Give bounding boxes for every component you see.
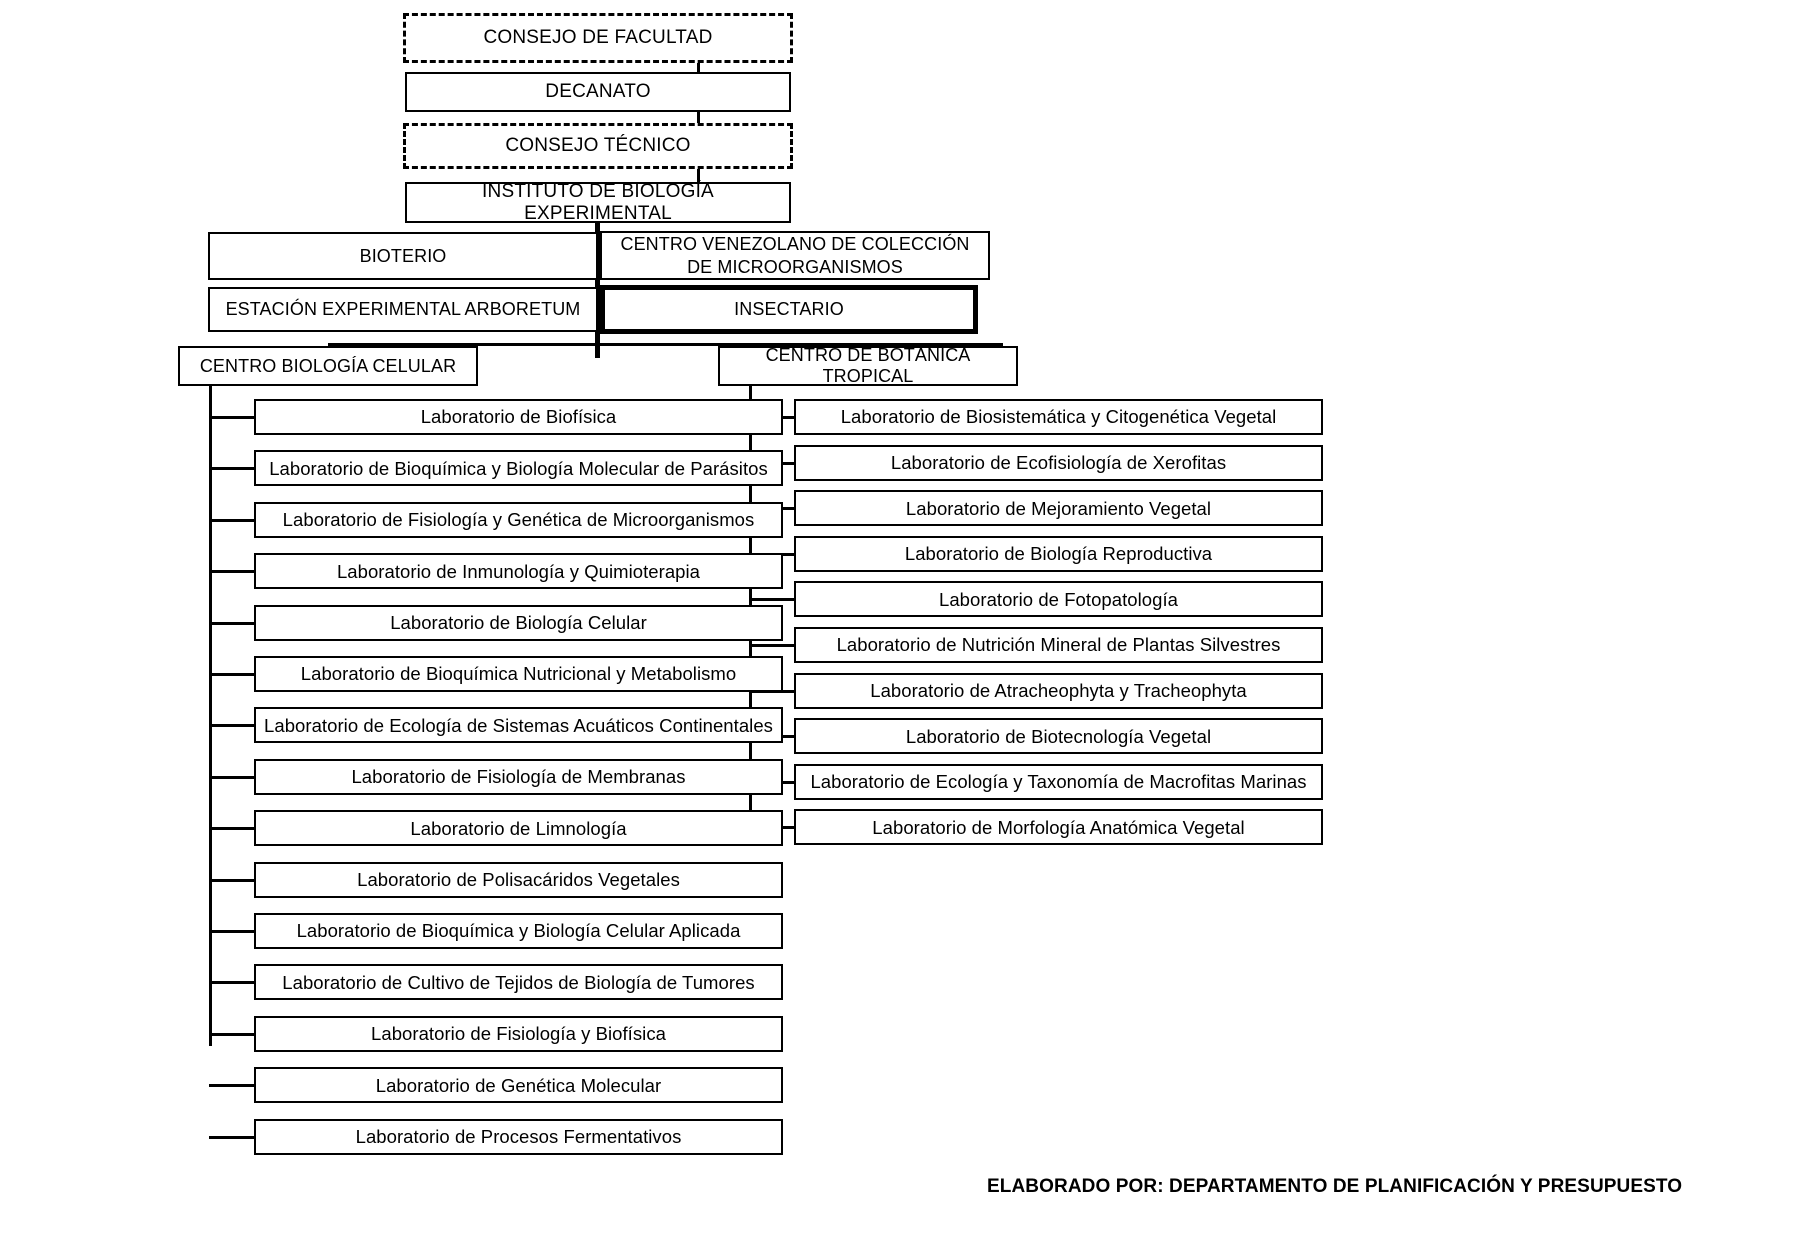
box-label: Laboratorio de Nutrición Mineral de Plan… — [836, 634, 1281, 656]
connector-lab-stub — [209, 981, 254, 985]
box-centro-venezolano-coleccion-microorganismos[interactable]: CENTRO VENEZOLANO DE COLECCIÓN DE MICROO… — [600, 231, 990, 280]
box-label: INSTITUTO DE BIOLOGÍA EXPERIMENTAL — [482, 180, 714, 224]
box-label: Laboratorio de Biotecnología Vegetal — [905, 725, 1212, 747]
connector-lab-stub — [209, 518, 254, 522]
box-label: Laboratorio de Fisiología y Biofísica — [371, 1023, 666, 1045]
box-instituto-biologia-experimental[interactable]: INSTITUTO DE BIOLOGÍA EXPERIMENTAL — [405, 180, 791, 224]
box-label: CENTRO DE BOTÁNICA TROPICAL — [765, 345, 971, 386]
box-label: CONSEJO TÉCNICO — [505, 135, 691, 157]
connector-lab-stub — [209, 930, 254, 933]
box-label: Laboratorio de Ecofisiología de Xerofita… — [890, 451, 1227, 473]
connector-lab-stub — [749, 598, 794, 602]
box-laboratorio[interactable]: Laboratorio de Genética Molecular — [254, 1067, 783, 1104]
box-label: Laboratorio de Limnología — [410, 817, 627, 839]
box-laboratorio[interactable]: Laboratorio de Biosistemática y Citogené… — [794, 399, 1323, 435]
box-laboratorio[interactable]: Laboratorio de Bioquímica Nutricional y … — [254, 656, 783, 692]
box-label: Laboratorio de Ecología y Taxonomía de M… — [810, 771, 1307, 793]
box-label: CONSEJO DE FACULTAD — [483, 27, 713, 49]
box-laboratorio[interactable]: Laboratorio de Biofísica — [254, 399, 783, 435]
box-laboratorio[interactable]: Laboratorio de Fotopatología — [794, 581, 1323, 618]
connector-lab-stub — [209, 1135, 254, 1139]
box-label: Laboratorio de Fisiología de Membranas — [351, 766, 686, 788]
box-laboratorio[interactable]: Laboratorio de Inmunología y Quimioterap… — [254, 553, 783, 590]
box-laboratorio[interactable]: Laboratorio de Nutrición Mineral de Plan… — [794, 627, 1323, 663]
connector-lab-stub — [749, 644, 794, 647]
connector-lab-stub — [209, 673, 254, 676]
connector-facultad-decanato — [697, 60, 700, 80]
box-label: CENTRO BIOLOGÍA CELULAR — [199, 355, 457, 376]
box-label: Laboratorio de Ecología de Sistemas Acuá… — [264, 714, 773, 736]
connector-lab-stub — [209, 724, 254, 728]
box-label: Laboratorio de Inmunología y Quimioterap… — [336, 560, 701, 582]
box-label: Laboratorio de Bioquímica y Biología Mol… — [269, 457, 768, 479]
box-label: Laboratorio de Biosistemática y Citogené… — [840, 406, 1277, 428]
box-laboratorio[interactable]: Laboratorio de Cultivo de Tejidos de Bio… — [254, 964, 783, 1001]
box-laboratorio[interactable]: Laboratorio de Fisiología de Membranas — [254, 758, 783, 795]
box-label: Laboratorio de Cultivo de Tejidos de Bio… — [282, 971, 755, 993]
box-laboratorio[interactable]: Laboratorio de Biología Celular — [254, 604, 783, 641]
box-laboratorio[interactable]: Laboratorio de Fisiología y Biofísica — [254, 1015, 783, 1052]
box-laboratorio[interactable]: Laboratorio de Polisacáridos Vegetales — [254, 861, 783, 898]
box-label: ESTACIÓN EXPERIMENTAL ARBORETUM — [225, 299, 581, 320]
box-label: Laboratorio de Fotopatología — [939, 588, 1178, 610]
box-laboratorio[interactable]: Laboratorio de Ecología de Sistemas Acuá… — [254, 707, 783, 744]
box-laboratorio[interactable]: Laboratorio de Procesos Fermentativos — [254, 1118, 783, 1155]
box-label: Laboratorio de Biología Reproductiva — [904, 543, 1213, 565]
connector-lab-stub — [209, 1084, 254, 1088]
box-laboratorio[interactable]: Laboratorio de Morfología Anatómica Vege… — [794, 809, 1323, 846]
footer-credit: ELABORADO POR: DEPARTAMENTO DE PLANIFICA… — [987, 1176, 1683, 1197]
box-laboratorio[interactable]: Laboratorio de Fisiología y Genética de … — [254, 501, 783, 538]
box-label: Laboratorio de Procesos Fermentativos — [355, 1125, 682, 1147]
box-laboratorio[interactable]: Laboratorio de Mejoramiento Vegetal — [794, 490, 1323, 527]
box-label: Laboratorio de Mejoramiento Vegetal — [905, 497, 1212, 519]
connector-lab-stub — [209, 775, 254, 779]
box-label: DECANATO — [545, 81, 651, 103]
connector-lab-stub — [209, 878, 254, 882]
connector-lab-stub — [209, 467, 254, 471]
box-label: Laboratorio de Biofísica — [420, 406, 617, 428]
box-label: Laboratorio de Genética Molecular — [375, 1074, 662, 1096]
connector-lab-stub — [209, 827, 254, 831]
box-consejo-tecnico[interactable]: CONSEJO TÉCNICO — [403, 123, 793, 169]
box-label: Laboratorio de Atracheophyta y Tracheoph… — [870, 679, 1247, 701]
box-laboratorio[interactable]: Laboratorio de Ecofisiología de Xerofita… — [794, 444, 1323, 481]
box-laboratorio[interactable]: Laboratorio de Atracheophyta y Tracheoph… — [794, 672, 1323, 709]
box-label: Laboratorio de Biología Celular — [390, 611, 647, 633]
box-centro-biologia-celular[interactable]: CENTRO BIOLOGÍA CELULAR — [178, 346, 478, 386]
connector-centers-bus — [328, 343, 1003, 346]
box-label: Laboratorio de Bioquímica y Biología Cel… — [296, 920, 741, 942]
box-laboratorio[interactable]: Laboratorio de Biotecnología Vegetal — [794, 718, 1323, 755]
box-laboratorio[interactable]: Laboratorio de Biología Reproductiva — [794, 535, 1323, 572]
box-laboratorio[interactable]: Laboratorio de Bioquímica y Biología Mol… — [254, 450, 783, 487]
box-label: Laboratorio de Fisiología y Genética de … — [282, 509, 755, 531]
box-insectario[interactable]: INSECTARIO — [600, 285, 978, 334]
connector-decanato-tecnico — [697, 110, 700, 130]
connector-lab-stub — [209, 621, 254, 625]
box-label: INSECTARIO — [734, 299, 844, 320]
connector-lab-stub — [209, 1032, 254, 1036]
box-decanato[interactable]: DECANATO — [405, 72, 791, 112]
connector-celular-spine — [209, 386, 212, 1046]
box-laboratorio[interactable]: Laboratorio de Bioquímica y Biología Cel… — [254, 913, 783, 949]
box-label: Laboratorio de Polisacáridos Vegetales — [357, 868, 680, 890]
box-consejo-de-facultad[interactable]: CONSEJO DE FACULTAD — [403, 13, 793, 63]
box-label: BIOTERIO — [359, 245, 447, 266]
box-laboratorio[interactable]: Laboratorio de Limnología — [254, 810, 783, 847]
box-estacion-experimental-arboretum[interactable]: ESTACIÓN EXPERIMENTAL ARBORETUM — [208, 287, 598, 332]
box-label: CENTRO VENEZOLANO DE COLECCIÓN DE MICROO… — [620, 234, 970, 277]
box-bioterio[interactable]: BIOTERIO — [208, 232, 598, 280]
box-centro-botanica-tropical[interactable]: CENTRO DE BOTÁNICA TROPICAL — [718, 345, 1018, 386]
connector-lab-stub — [209, 416, 254, 419]
connector-lab-stub — [209, 570, 254, 574]
box-label: Laboratorio de Morfología Anatómica Vege… — [872, 816, 1245, 838]
box-laboratorio[interactable]: Laboratorio de Ecología y Taxonomía de M… — [794, 763, 1323, 800]
connector-tecnico-instituto — [697, 166, 700, 184]
box-label: Laboratorio de Bioquímica Nutricional y … — [300, 663, 737, 685]
